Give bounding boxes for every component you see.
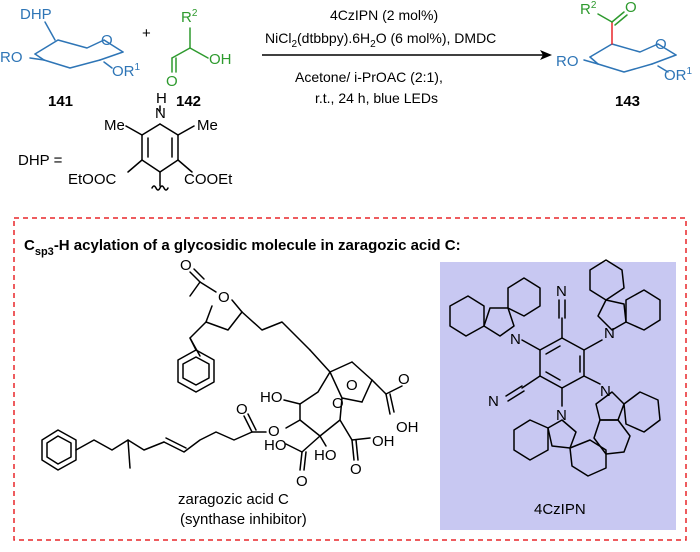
plus-sign: + bbox=[142, 25, 151, 42]
cooh-lower-oh: OH bbox=[372, 433, 395, 450]
compound-141-structure: DHP RO O OR1 bbox=[0, 6, 141, 80]
compound-142-number: 142 bbox=[176, 93, 201, 110]
chain-carbonyl-o: O bbox=[236, 401, 248, 418]
cz-n-bottom: N bbox=[556, 407, 567, 424]
cooh-right-oh: OH bbox=[396, 419, 419, 436]
dhp-label: DHP bbox=[20, 6, 52, 23]
compound-141-number: 141 bbox=[48, 93, 73, 110]
chain-ester-o: O bbox=[268, 423, 280, 440]
ring-o-label: O bbox=[101, 32, 113, 49]
zaragozic-caption-2: (synthase inhibitor) bbox=[180, 511, 307, 528]
cooh-right-o: O bbox=[398, 371, 410, 388]
catalyst-panel bbox=[440, 262, 676, 530]
compound-143-structure: R2 O RO O OR1 bbox=[556, 0, 693, 84]
cooh-bottom-o: O bbox=[296, 473, 308, 490]
compound-143-number: 143 bbox=[615, 93, 640, 110]
ho-top: HO bbox=[260, 389, 283, 406]
ro-label: RO bbox=[0, 49, 23, 66]
oh-label: OH bbox=[209, 51, 232, 68]
reagent-line-2: NiCl2(dtbbpy).6H2O (6 mol%), DMDC bbox=[265, 30, 496, 50]
catalyst-label: 4CzIPN bbox=[534, 501, 586, 518]
cooh-lower-o: O bbox=[350, 461, 362, 478]
dhp-cooet: COOEt bbox=[184, 171, 233, 188]
carbonyl-o-label: O bbox=[166, 73, 178, 90]
dhp-me-right: Me bbox=[197, 117, 218, 134]
highlight-box bbox=[13, 217, 687, 541]
ester-o: O bbox=[218, 289, 230, 306]
cz-n-right: N bbox=[600, 383, 611, 400]
dhp-me-left: Me bbox=[104, 117, 125, 134]
zaragozic-acid-structure: O O O O HO O OH OH O HO bbox=[41, 257, 419, 490]
r2-label: R2 bbox=[181, 8, 198, 26]
cooh-bottom-ho: HO bbox=[264, 437, 287, 454]
cn-top-n: N bbox=[556, 283, 567, 300]
dhp-etooc: EtOOC bbox=[68, 171, 117, 188]
compound-142-structure: R2 O OH bbox=[166, 8, 232, 90]
dhp-n: N bbox=[155, 105, 166, 122]
cz-n-topright: N bbox=[604, 325, 615, 342]
product-r2-label: R2 bbox=[580, 0, 597, 18]
condition-line-1: Acetone/ i-PrOAC (2:1), bbox=[295, 69, 443, 85]
dhp-definition-label: DHP = bbox=[18, 152, 63, 169]
or1-label: OR1 bbox=[112, 62, 141, 80]
dhp-structure: Me Me N H EtOOC COOEt bbox=[68, 90, 233, 191]
product-carbonyl-o: O bbox=[625, 0, 637, 16]
dhp-h: H bbox=[156, 90, 167, 107]
reagent-line-1: 4CzIPN (2 mol%) bbox=[330, 7, 438, 23]
acetyl-o: O bbox=[180, 257, 192, 274]
condition-line-2: r.t., 24 h, blue LEDs bbox=[315, 90, 438, 106]
cn-left-n: N bbox=[488, 393, 499, 410]
ring-o-1: O bbox=[332, 395, 344, 412]
cz-n-left: N bbox=[510, 331, 521, 348]
arrow-head bbox=[540, 50, 552, 60]
product-ro-label: RO bbox=[556, 53, 579, 70]
ring-o-2: O bbox=[346, 377, 358, 394]
product-ring-o: O bbox=[655, 36, 667, 53]
product-or1-label: OR1 bbox=[664, 66, 693, 84]
4czipn-structure: N N N N N N bbox=[449, 259, 661, 477]
ho-mid: HO bbox=[314, 447, 337, 464]
zaragozic-caption-1: zaragozic acid C bbox=[178, 491, 289, 508]
box-title: Csp3-H acylation of a glycosidic molecul… bbox=[24, 237, 461, 258]
